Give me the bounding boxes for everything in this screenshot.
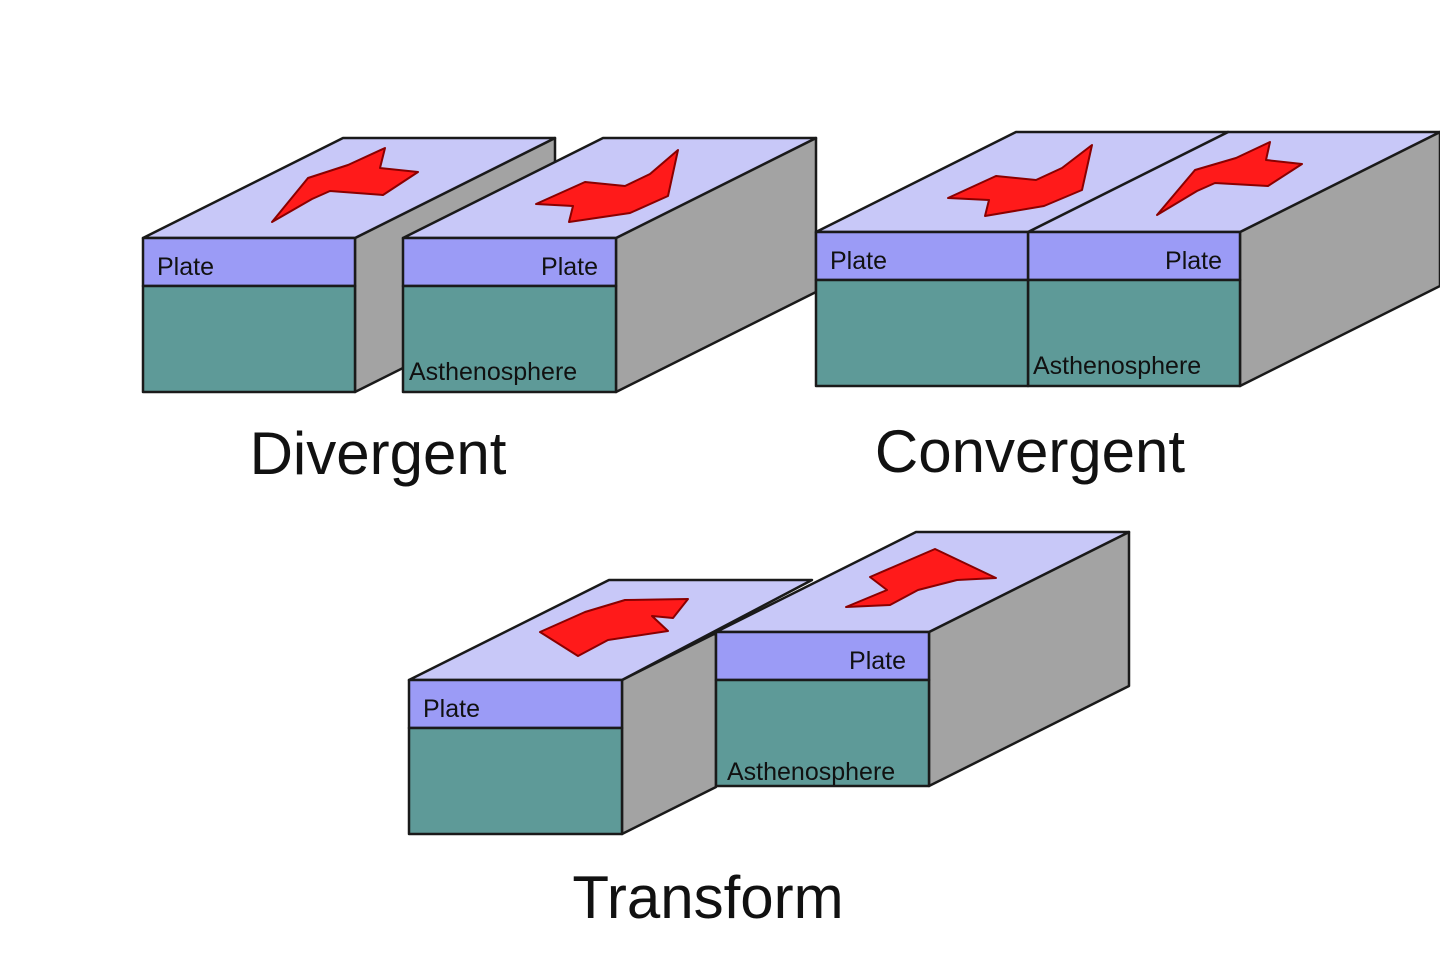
asthenosphere-label: Asthenosphere [409,358,577,386]
asthenosphere-layer [814,278,1030,388]
plate-label: Plate [1165,247,1222,275]
plate-label: Plate [157,253,214,281]
arrow-right-icon [535,149,679,223]
asthenosphere-label: Asthenosphere [727,758,895,786]
divergent-right-block: Plate Asthenosphere [401,136,818,394]
asthenosphere-layer [141,284,357,394]
transform-left-block: Plate [407,578,814,836]
plate-layer [407,678,624,730]
convergent-left-block: Plate [814,130,1230,388]
asthenosphere-layer [401,284,618,394]
convergent-diagram: Plate Asthenosphere Plate Convergent [814,130,1440,485]
transform-title: Transform [572,864,843,931]
arrow-left-icon [271,147,419,223]
divergent-title: Divergent [250,420,507,487]
transform-diagram: Plate Plate Asthenosphere Transform [407,530,1131,931]
asthenosphere-layer [407,726,624,836]
asthenosphere-layer [714,678,931,788]
plate-label: Plate [541,253,598,281]
arrow-down-left-icon [539,598,689,657]
asthenosphere-label: Asthenosphere [1033,352,1201,380]
convergent-title: Convergent [875,418,1186,485]
plate-layer [401,236,618,288]
arrow-left-icon [1156,141,1303,216]
plate-layer [141,236,357,288]
plate-label: Plate [849,647,906,675]
transform-right-block: Plate Asthenosphere [714,530,1131,788]
plate-label: Plate [830,247,887,275]
asthenosphere-layer [1026,278,1242,388]
arrow-up-right-icon [845,548,997,608]
plate-layer [814,230,1030,282]
plate-layer [714,630,931,682]
plate-label: Plate [423,695,480,723]
arrow-right-icon [947,144,1093,217]
divergent-diagram: Plate Plate Asthenosphere Divergent [141,136,818,487]
